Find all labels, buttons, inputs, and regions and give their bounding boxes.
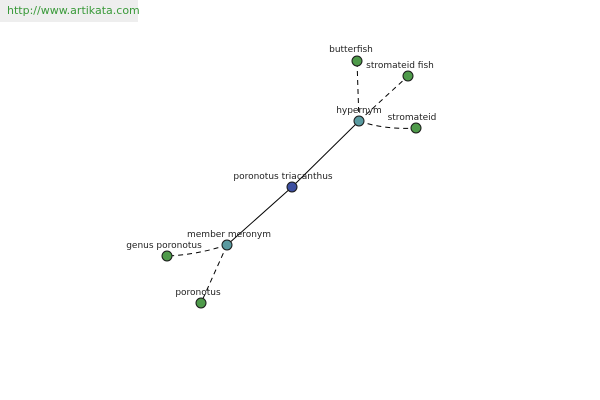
node-center[interactable] bbox=[286, 181, 298, 193]
node-poronotus[interactable] bbox=[195, 297, 207, 309]
label-member-meronym: member meronym bbox=[187, 230, 271, 240]
node-stromateid-fish[interactable] bbox=[402, 70, 414, 82]
label-hypernym: hypernym bbox=[336, 106, 382, 116]
edge-hypernym-stromateid-fish bbox=[358, 75, 409, 122]
edge-center-hypernym bbox=[291, 120, 360, 188]
node-member-meronym[interactable] bbox=[221, 239, 233, 251]
edge-hypernym-butterfish bbox=[356, 60, 360, 122]
node-butterfish[interactable] bbox=[351, 55, 363, 67]
label-poronotus: poronotus bbox=[175, 288, 221, 298]
node-stromateid[interactable] bbox=[410, 122, 422, 134]
node-genus-poronotus[interactable] bbox=[161, 250, 173, 262]
watermark-url: http://www.artikata.com bbox=[0, 0, 140, 22]
edge-center-member-meronym bbox=[226, 186, 293, 246]
label-butterfish: butterfish bbox=[329, 45, 373, 55]
label-stromateid-fish: stromateid fish bbox=[366, 61, 434, 71]
label-stromateid: stromateid bbox=[388, 113, 437, 123]
label-center: poronotus triacanthus bbox=[233, 172, 333, 182]
label-genus-poronotus: genus poronotus bbox=[126, 241, 202, 251]
node-hypernym[interactable] bbox=[353, 115, 365, 127]
edge-member-meronym-poronotus bbox=[200, 244, 228, 304]
